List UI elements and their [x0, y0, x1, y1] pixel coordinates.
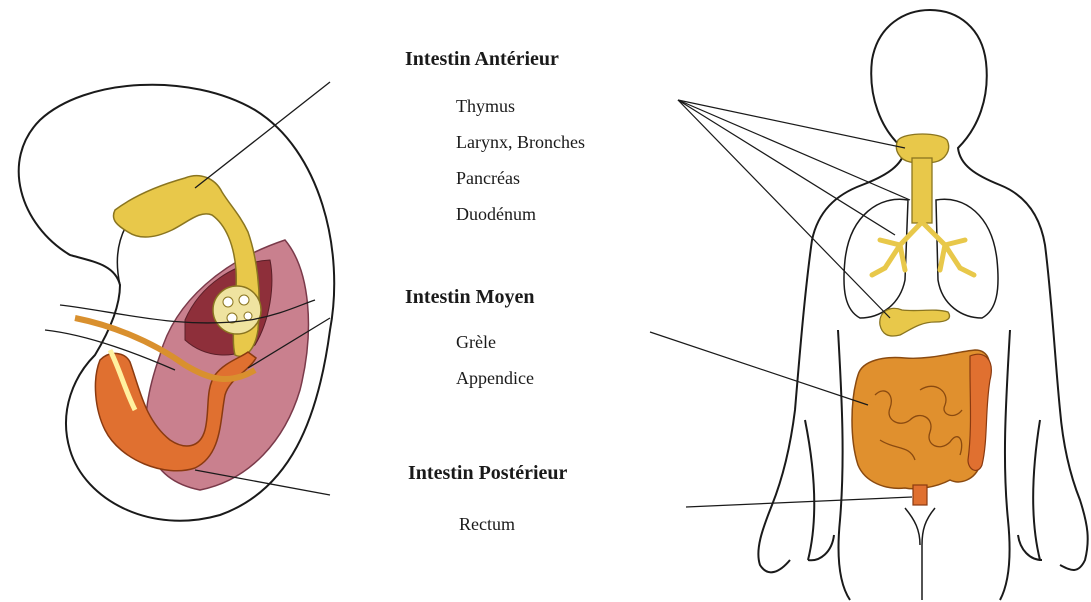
embryo-illustration — [19, 82, 334, 521]
pointer-hindgut-adult — [686, 497, 912, 507]
organ-label: Appendice — [456, 368, 534, 389]
section-title-hindgut: Intestin Postérieur — [408, 462, 567, 485]
organ-label: Larynx, Bronches — [456, 132, 585, 153]
colon-right — [968, 354, 991, 470]
pointer-midgut-adult — [650, 332, 868, 405]
adult-body-illustration — [650, 10, 1088, 600]
organ-label: Thymus — [456, 96, 515, 117]
pointers-foregut-adult — [678, 100, 910, 318]
midgut-loop — [213, 286, 261, 334]
crotch-line — [905, 508, 935, 600]
pancreas — [880, 308, 950, 336]
organ-label: Rectum — [459, 514, 515, 535]
body-outline — [758, 10, 1087, 600]
organ-label: Grèle — [456, 332, 496, 353]
section-title-foregut: Intestin Antérieur — [405, 48, 559, 71]
left-lung — [844, 199, 908, 318]
rectum — [913, 485, 927, 505]
section-title-midgut: Intestin Moyen — [405, 286, 534, 309]
trachea — [912, 158, 932, 223]
organ-label: Pancréas — [456, 168, 520, 189]
organ-label: Duodénum — [456, 204, 536, 225]
right-lung — [936, 199, 998, 318]
large-intestine — [852, 350, 990, 489]
